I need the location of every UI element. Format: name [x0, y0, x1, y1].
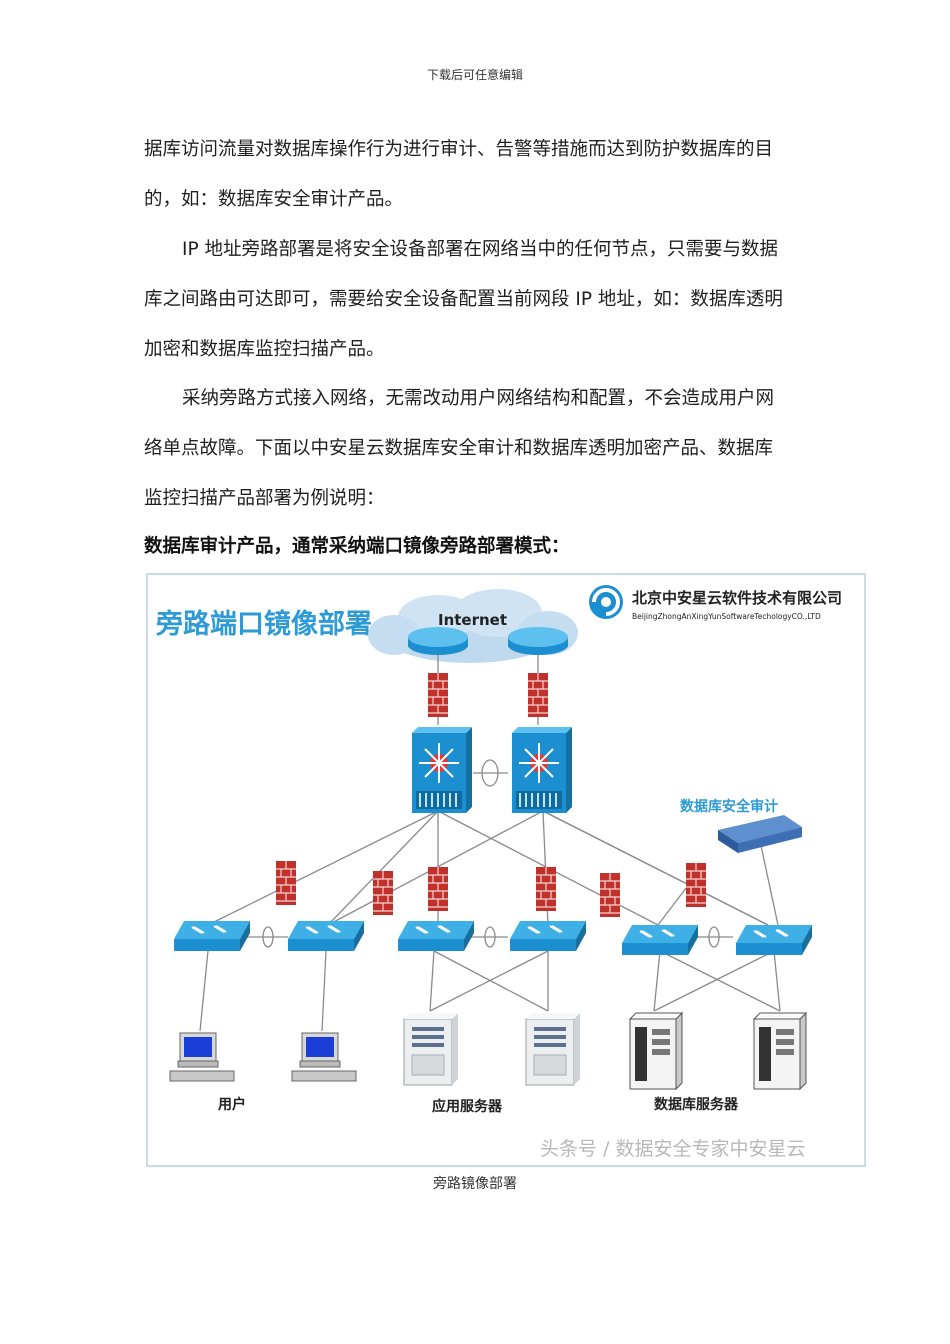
- diagram-title: 旁路端口镜像部署: [155, 608, 372, 640]
- paragraph-1: 据库访问流量对数据库操作行为进行审计、告警等措施而达到防护数据库的目 的，如：数…: [144, 125, 814, 225]
- company-logo: [589, 585, 623, 619]
- group-label-users: 用户: [218, 1096, 246, 1113]
- firewall-icon: [535, 866, 557, 912]
- internet-cloud: [368, 589, 578, 663]
- watermark: 头条号 / 数据安全专家中安星云: [540, 1138, 805, 1160]
- firewall-icon: [427, 866, 449, 912]
- access-switch-icon: [397, 920, 475, 952]
- paragraph-line: 监控扫描产品部署为例说明：: [144, 488, 385, 509]
- paragraph-line: 采纳旁路方式接入网络，无需改动用户网络结构和配置，不会造成用户网: [182, 388, 775, 409]
- access-switch-icon: [621, 924, 699, 956]
- link-aggregation-loops: [262, 759, 720, 948]
- page-header: 下载后可任意编辑: [426, 68, 523, 82]
- audit-label: 数据库安全审计: [680, 798, 778, 815]
- user-pc-icon: [169, 1032, 235, 1082]
- access-switch-icon: [173, 920, 251, 952]
- company-name-en: BeijingZhongAnXingYunSoftwareTechologyCO…: [632, 612, 821, 621]
- company-name: 北京中安星云软件技术有限公司: [632, 589, 842, 607]
- paragraph-line: 络单点故障。下面以中安星云数据库安全审计和数据库透明加密产品、数据库: [144, 438, 774, 459]
- paragraph-line: IP 地址旁路部署是将安全设备部署在网络当中的任何节点，只需要与数据: [182, 239, 778, 260]
- audit-appliance-icon: [718, 815, 802, 853]
- firewall-icon: [685, 862, 707, 908]
- paragraph-line: 加密和数据库监控扫描产品。: [144, 339, 385, 360]
- network-diagram-figure: 旁路端口镜像部署 北京中安星云软件技术有限公司 BeijingZhongAnXi…: [146, 573, 866, 1167]
- firewall-icon: [599, 872, 621, 918]
- access-switch-icon: [509, 920, 587, 952]
- paragraph-3: 采纳旁路方式接入网络，无需改动用户网络结构和配置，不会造成用户网 络单点故障。下…: [144, 374, 814, 524]
- app-server-icon: [403, 1012, 459, 1086]
- firewall-icon: [372, 870, 394, 916]
- paragraph-line: 库之间路由可达即可，需要给安全设备配置当前网段 IP 地址，如：数据库透明: [144, 289, 783, 310]
- figure-caption: 旁路镜像部署: [433, 1176, 517, 1192]
- firewall-icon: [427, 672, 449, 718]
- db-server-icon: [753, 1012, 807, 1090]
- paragraph-line: 据库访问流量对数据库操作行为进行审计、告警等措施而达到防护数据库的目: [144, 139, 774, 160]
- app-server-icon: [525, 1012, 581, 1086]
- group-label-db-servers: 数据库服务器: [654, 1096, 739, 1113]
- firewall-icon: [527, 672, 549, 718]
- db-server-icon: [629, 1012, 683, 1090]
- paragraph-2: IP 地址旁路部署是将安全设备部署在网络当中的任何节点，只需要与数据 库之间路由…: [144, 225, 814, 375]
- core-switch-icon: [411, 726, 473, 814]
- section-heading: 数据库审计产品，通常采纳端口镜像旁路部署模式：: [144, 536, 570, 557]
- paragraph-line: 的，如：数据库安全审计产品。: [144, 189, 404, 210]
- group-label-app-servers: 应用服务器: [432, 1098, 503, 1115]
- firewall-icon: [275, 860, 297, 906]
- internet-label: Internet: [438, 611, 507, 629]
- core-switch-icon: [511, 726, 573, 814]
- user-pc-icon: [291, 1032, 357, 1082]
- network-diagram: 旁路端口镜像部署 北京中安星云软件技术有限公司 BeijingZhongAnXi…: [155, 585, 842, 1160]
- network-links: [199, 655, 781, 1032]
- access-switch-icon: [287, 920, 365, 952]
- access-switch-icon: [735, 924, 813, 956]
